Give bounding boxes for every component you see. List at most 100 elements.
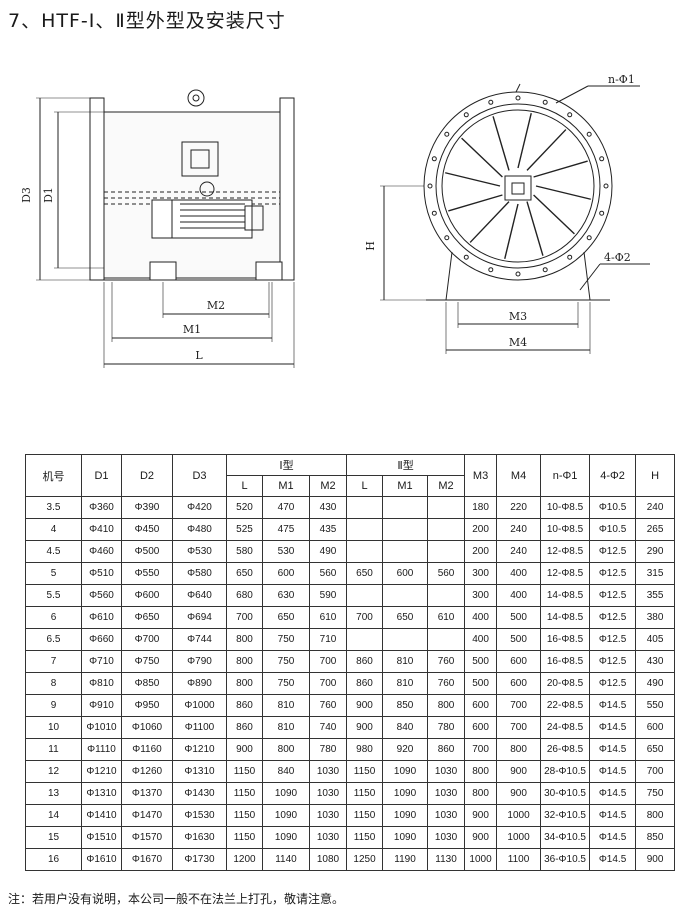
table-cell: Φ12.5 [589, 672, 637, 695]
table-cell: Φ890 [172, 672, 227, 695]
table-cell: 520 [226, 496, 263, 519]
table-cell: 400 [464, 606, 498, 629]
table-cell: 14 [25, 804, 82, 827]
d3-label: D3 [20, 187, 33, 203]
table-cell: Φ12.5 [589, 650, 637, 673]
table-cell: 1000 [464, 848, 498, 871]
table-cell: Φ640 [172, 584, 227, 607]
table-cell: 1150 [226, 804, 263, 827]
table-cell: 800 [464, 760, 498, 783]
table-cell: 900 [464, 804, 498, 827]
table-cell: 525 [226, 518, 263, 541]
table-cell: 900 [635, 848, 676, 871]
bolt-hole [427, 183, 433, 189]
table-cell: 470 [262, 496, 310, 519]
table-cell: Φ790 [172, 650, 227, 673]
table-cell: Φ450 [121, 518, 173, 541]
table-cell: 1090 [382, 782, 429, 805]
table-cell: 400 [464, 628, 498, 651]
header-d3: D3 [172, 454, 227, 497]
table-cell: 800 [226, 650, 263, 673]
table-cell: Φ420 [172, 496, 227, 519]
table-cell: Φ1310 [81, 782, 122, 805]
m2-label: M2 [207, 299, 225, 312]
blade-line [504, 203, 519, 259]
table-cell: 760 [308, 694, 348, 717]
bolt-hole [599, 156, 605, 162]
table-cell: 630 [262, 584, 310, 607]
table-cell: Φ14.5 [589, 804, 637, 827]
table-cell: 12 [25, 760, 82, 783]
header-type2-m1: M1 [382, 475, 429, 497]
header-type2-m2: M2 [427, 475, 466, 497]
blade-line [469, 201, 510, 243]
table-cell: 12-Φ8.5 [540, 562, 591, 585]
table-cell: 800 [427, 694, 466, 717]
table-cell [382, 518, 429, 541]
table-cell: 750 [635, 782, 676, 805]
d1-label: D1 [42, 187, 55, 203]
table-cell: 1090 [262, 804, 310, 827]
table-cell: 1130 [427, 848, 466, 871]
table-cell: 860 [226, 716, 263, 739]
bolt-hole [586, 131, 592, 137]
table-cell: Φ12.5 [589, 540, 637, 563]
table-cell: Φ480 [172, 518, 227, 541]
table-cell: 860 [346, 672, 384, 695]
table-cell: 12-Φ8.5 [540, 540, 591, 563]
table-cell [346, 584, 384, 607]
table-cell [427, 628, 466, 651]
table-cell: 240 [496, 540, 542, 563]
table-cell: Φ1000 [172, 694, 227, 717]
blade-line [535, 185, 591, 200]
table-cell: Φ744 [172, 628, 227, 651]
table-cell: 900 [346, 694, 384, 717]
bolt-hole [463, 254, 469, 260]
table-cell: 14-Φ8.5 [540, 606, 591, 629]
table-cell: 800 [496, 738, 542, 761]
blade-line [517, 113, 532, 169]
header-4-phi2: 4-Φ2 [589, 454, 637, 497]
table-cell: Φ14.5 [589, 826, 637, 849]
table-cell: Φ1060 [121, 716, 173, 739]
table-cell: 30-Φ10.5 [540, 782, 591, 805]
table-cell: 400 [496, 562, 542, 585]
n-phi1-label: n-Φ1 [608, 73, 635, 86]
header-n-phi1: n-Φ1 [540, 454, 591, 497]
table-cell: 8 [25, 672, 82, 695]
dimension-table: 机号 D1 D2 D3 Ⅰ型 Ⅱ型 M3 M4 n-Φ1 4-Φ2 H L M1… [25, 454, 676, 871]
table-cell: 1030 [308, 804, 348, 827]
table-cell: Φ1510 [81, 826, 122, 849]
table-cell: 22-Φ8.5 [540, 694, 591, 717]
table-cell: 240 [635, 496, 676, 519]
table-cell: 980 [346, 738, 384, 761]
table-cell: Φ14.5 [589, 738, 637, 761]
table-cell: 5.5 [25, 584, 82, 607]
table-cell: Φ1110 [81, 738, 122, 761]
bolt-hole [463, 112, 469, 118]
table-cell: 1150 [346, 804, 384, 827]
table-cell: Φ14.5 [589, 716, 637, 739]
table-cell: 490 [635, 672, 676, 695]
bolt-hole [567, 112, 573, 118]
table-cell: 10 [25, 716, 82, 739]
table-cell: 710 [308, 628, 348, 651]
table-cell: Φ1730 [172, 848, 227, 871]
table-cell: 860 [427, 738, 466, 761]
table-cell: Φ580 [172, 562, 227, 585]
table-cell: 9 [25, 694, 82, 717]
table-cell: 400 [496, 584, 542, 607]
table-cell: Φ1410 [81, 804, 122, 827]
table-cell: Φ600 [121, 584, 173, 607]
table-cell: 300 [464, 584, 498, 607]
table-cell: 1000 [496, 826, 542, 849]
table-cell: 860 [346, 650, 384, 673]
table-cell: 810 [382, 650, 429, 673]
table-cell: 590 [308, 584, 348, 607]
bolt-hole [567, 254, 573, 260]
table-cell: 4.5 [25, 540, 82, 563]
